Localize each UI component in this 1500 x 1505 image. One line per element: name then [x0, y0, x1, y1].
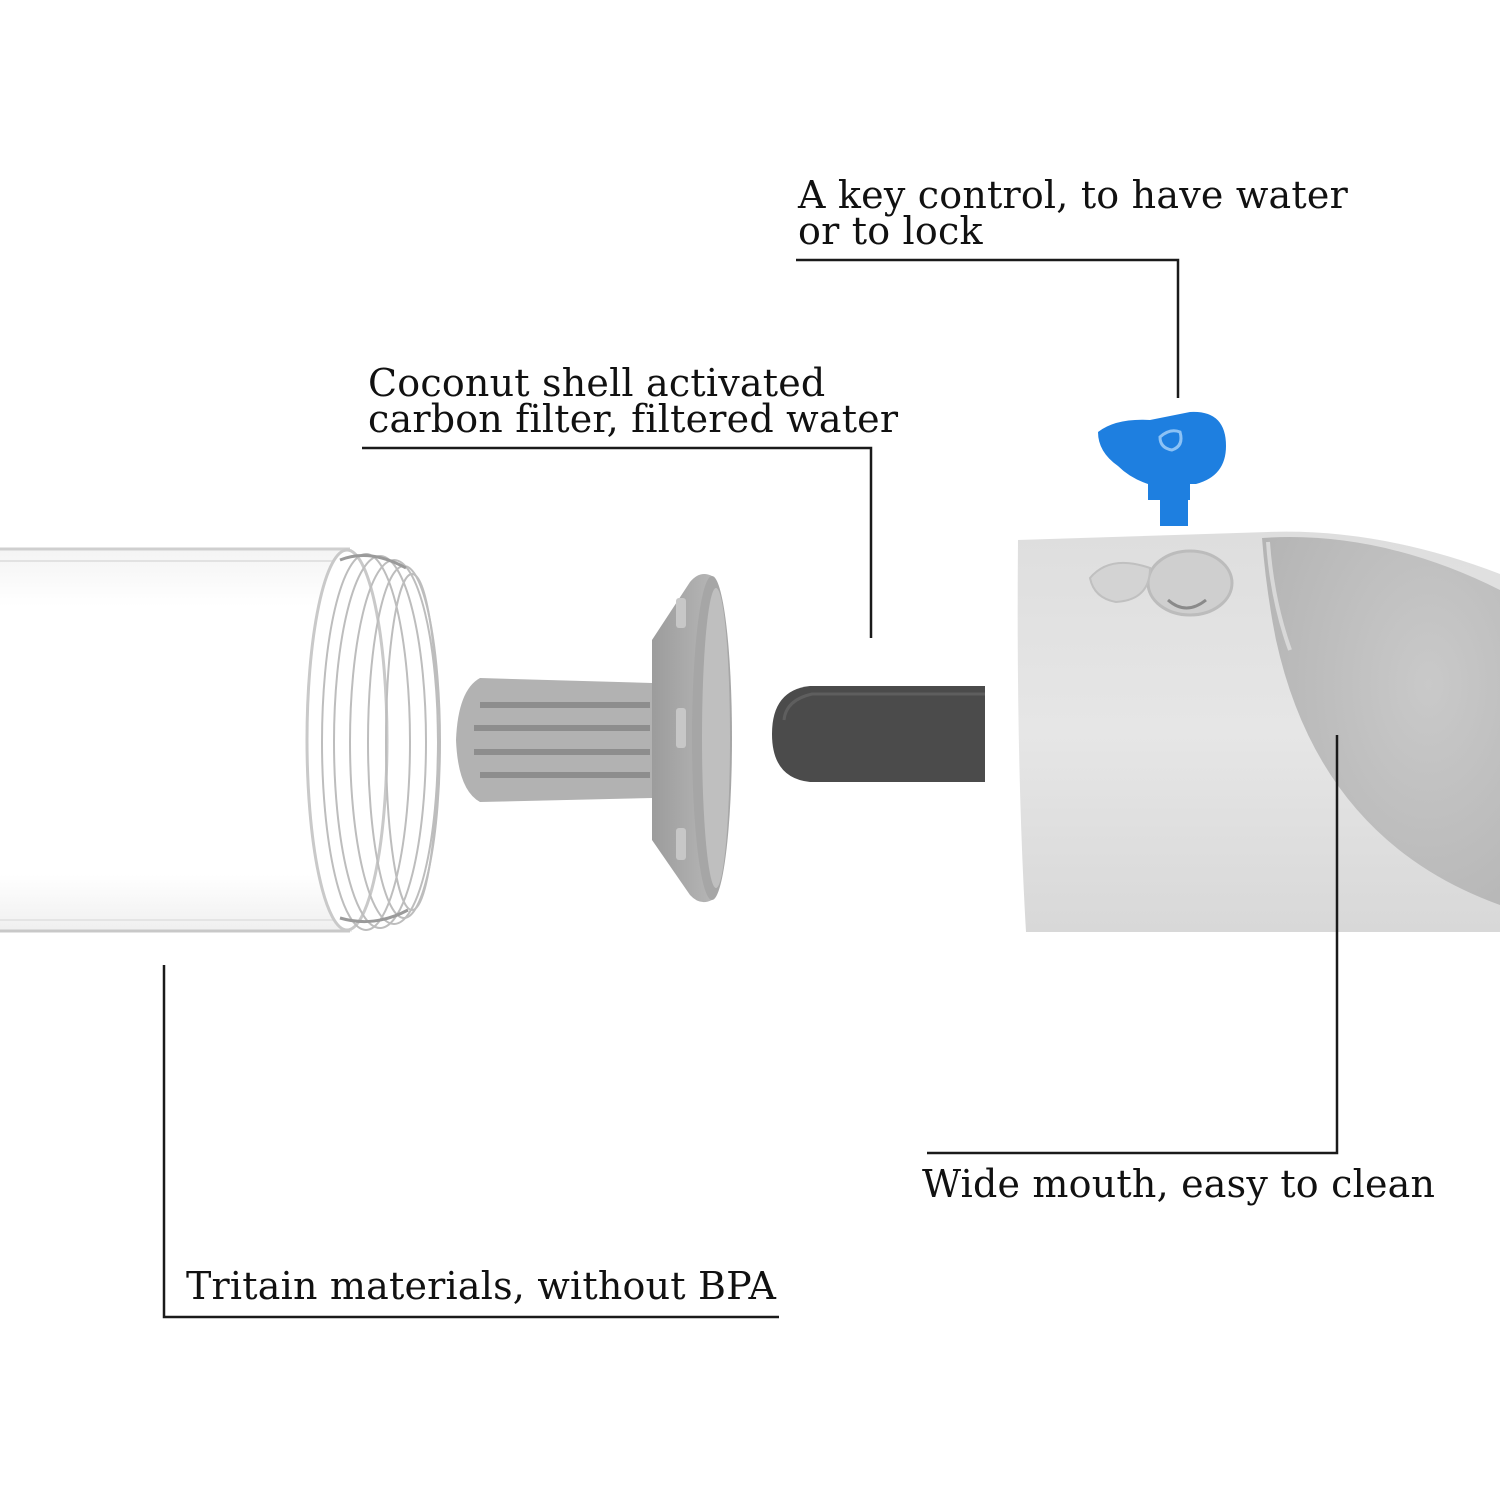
- tritain-leader: [162, 965, 779, 1319]
- clear-tube: [0, 547, 441, 933]
- key-icon: [1098, 411, 1226, 526]
- carbon-filter-label: Coconut shell activated carbon filter, f…: [368, 361, 899, 441]
- mouthpiece-body: [1017, 531, 1500, 932]
- wide-mouth-leader: [927, 735, 1339, 1155]
- key-control-leader: [796, 258, 1180, 398]
- key-control-label: A key control, to have water or to lock: [798, 173, 1348, 253]
- filter-cap: [456, 574, 732, 903]
- carbon-core: [772, 686, 985, 782]
- leader-lines: [162, 258, 1339, 1319]
- carbon-filter-leader: [362, 446, 873, 638]
- tritain-label: Tritain materials, without BPA: [186, 1264, 777, 1308]
- wide-mouth-label: Wide mouth, easy to clean: [922, 1162, 1436, 1206]
